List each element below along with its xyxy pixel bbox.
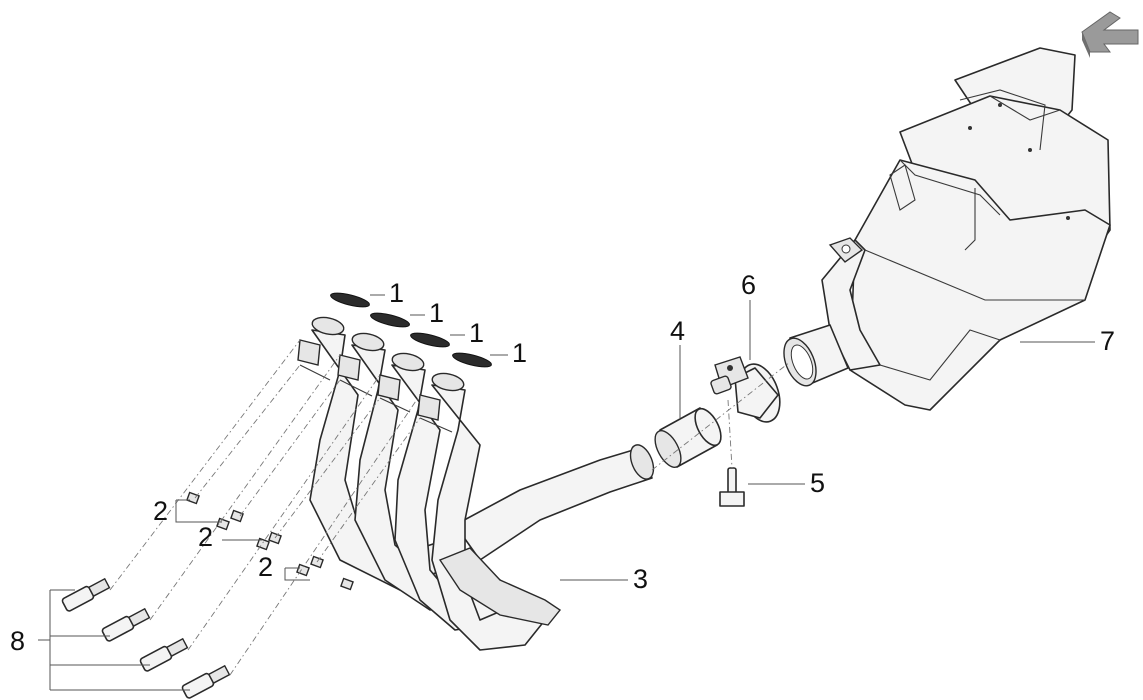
clamp-bolt: [719, 467, 745, 507]
callout-4-sleeve: 4: [670, 316, 685, 346]
front-direction-arrow-icon: [1081, 11, 1139, 58]
silencer-muffler: [783, 47, 1111, 411]
leader-lines: [38, 294, 1095, 691]
callout-1-gasket-a: 1: [389, 278, 404, 308]
exhaust-port-gaskets: [330, 292, 492, 368]
callout-1-gasket-b: 1: [429, 298, 444, 328]
callout-7-silencer: 7: [1100, 326, 1115, 356]
callout-2-nut-b: 2: [198, 522, 213, 552]
callout-5-bolt: 5: [810, 468, 825, 498]
callout-8-studs: 8: [10, 626, 25, 656]
callout-1-gasket-c: 1: [469, 318, 484, 348]
assembly-lines: [109, 339, 791, 676]
callout-1-gasket-d: 1: [512, 338, 527, 368]
manifold-studs: [61, 577, 231, 699]
callout-labels: 1 1 1 1 2 2 2 3 4 5 6 7 8: [10, 270, 1115, 656]
callout-2-nut-a: 2: [153, 496, 168, 526]
exhaust-manifold: [297, 316, 655, 651]
callout-2-nut-c: 2: [258, 552, 273, 582]
exhaust-clamp: [710, 356, 781, 423]
callout-6-clamp: 6: [741, 270, 756, 300]
sleeve-gasket: [654, 407, 722, 468]
callout-3-manifold: 3: [633, 564, 648, 594]
